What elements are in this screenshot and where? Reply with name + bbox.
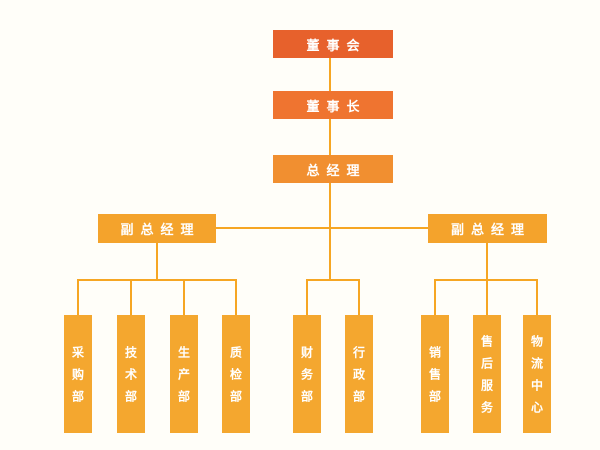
dept-logistics-center: 物流中心 bbox=[523, 315, 551, 433]
dept-label: 物流中心 bbox=[529, 335, 544, 423]
node-label: 副总经理 bbox=[450, 223, 531, 238]
connector-middle-branch-bar bbox=[306, 279, 360, 281]
node-label: 董事长 bbox=[306, 99, 367, 115]
connector-board-to-chairman bbox=[329, 58, 331, 91]
connector-drop-logistics bbox=[536, 281, 538, 315]
connector-drop-technology bbox=[130, 281, 132, 315]
dept-label: 采购部 bbox=[70, 346, 85, 412]
connector-drop-administration bbox=[358, 281, 360, 315]
connector-right-branch-bar bbox=[434, 279, 538, 281]
connector-deputy-left-drop bbox=[156, 243, 158, 279]
node-label: 总经理 bbox=[306, 163, 367, 179]
node-label: 副总经理 bbox=[120, 223, 201, 238]
connector-left-branch-bar bbox=[77, 279, 237, 281]
node-board-of-directors: 董事会 bbox=[273, 30, 393, 58]
dept-label: 技术部 bbox=[123, 346, 138, 412]
connector-drop-sales bbox=[434, 281, 436, 315]
connector-drop-after-sales bbox=[486, 281, 488, 315]
dept-label: 销售部 bbox=[427, 346, 442, 412]
connector-deputy-right-drop bbox=[486, 243, 488, 279]
dept-label: 质检部 bbox=[228, 346, 243, 412]
connector-chairman-to-gm bbox=[329, 119, 331, 155]
dept-label: 财务部 bbox=[299, 346, 314, 412]
dept-after-sales-service: 售后服务 bbox=[473, 315, 501, 433]
node-deputy-gm-left: 副总经理 bbox=[98, 214, 216, 243]
connector-drop-purchasing bbox=[77, 281, 79, 315]
dept-purchasing: 采购部 bbox=[64, 315, 92, 433]
connector-drop-production bbox=[183, 281, 185, 315]
dept-administration: 行政部 bbox=[345, 315, 373, 433]
connector-deputies-crossbar bbox=[216, 227, 428, 229]
node-chairman: 董事长 bbox=[273, 91, 393, 119]
dept-finance: 财务部 bbox=[293, 315, 321, 433]
dept-label: 生产部 bbox=[176, 346, 191, 412]
dept-label: 行政部 bbox=[351, 346, 366, 412]
node-general-manager: 总经理 bbox=[273, 155, 393, 183]
connector-drop-finance bbox=[306, 281, 308, 315]
node-label: 董事会 bbox=[306, 38, 367, 54]
dept-quality-inspection: 质检部 bbox=[222, 315, 250, 433]
dept-label: 售后服务 bbox=[479, 335, 494, 423]
dept-production: 生产部 bbox=[170, 315, 198, 433]
connector-gm-trunk bbox=[329, 183, 331, 281]
dept-sales: 销售部 bbox=[421, 315, 449, 433]
dept-technology: 技术部 bbox=[117, 315, 145, 433]
node-deputy-gm-right: 副总经理 bbox=[428, 214, 547, 243]
connector-drop-quality bbox=[235, 281, 237, 315]
